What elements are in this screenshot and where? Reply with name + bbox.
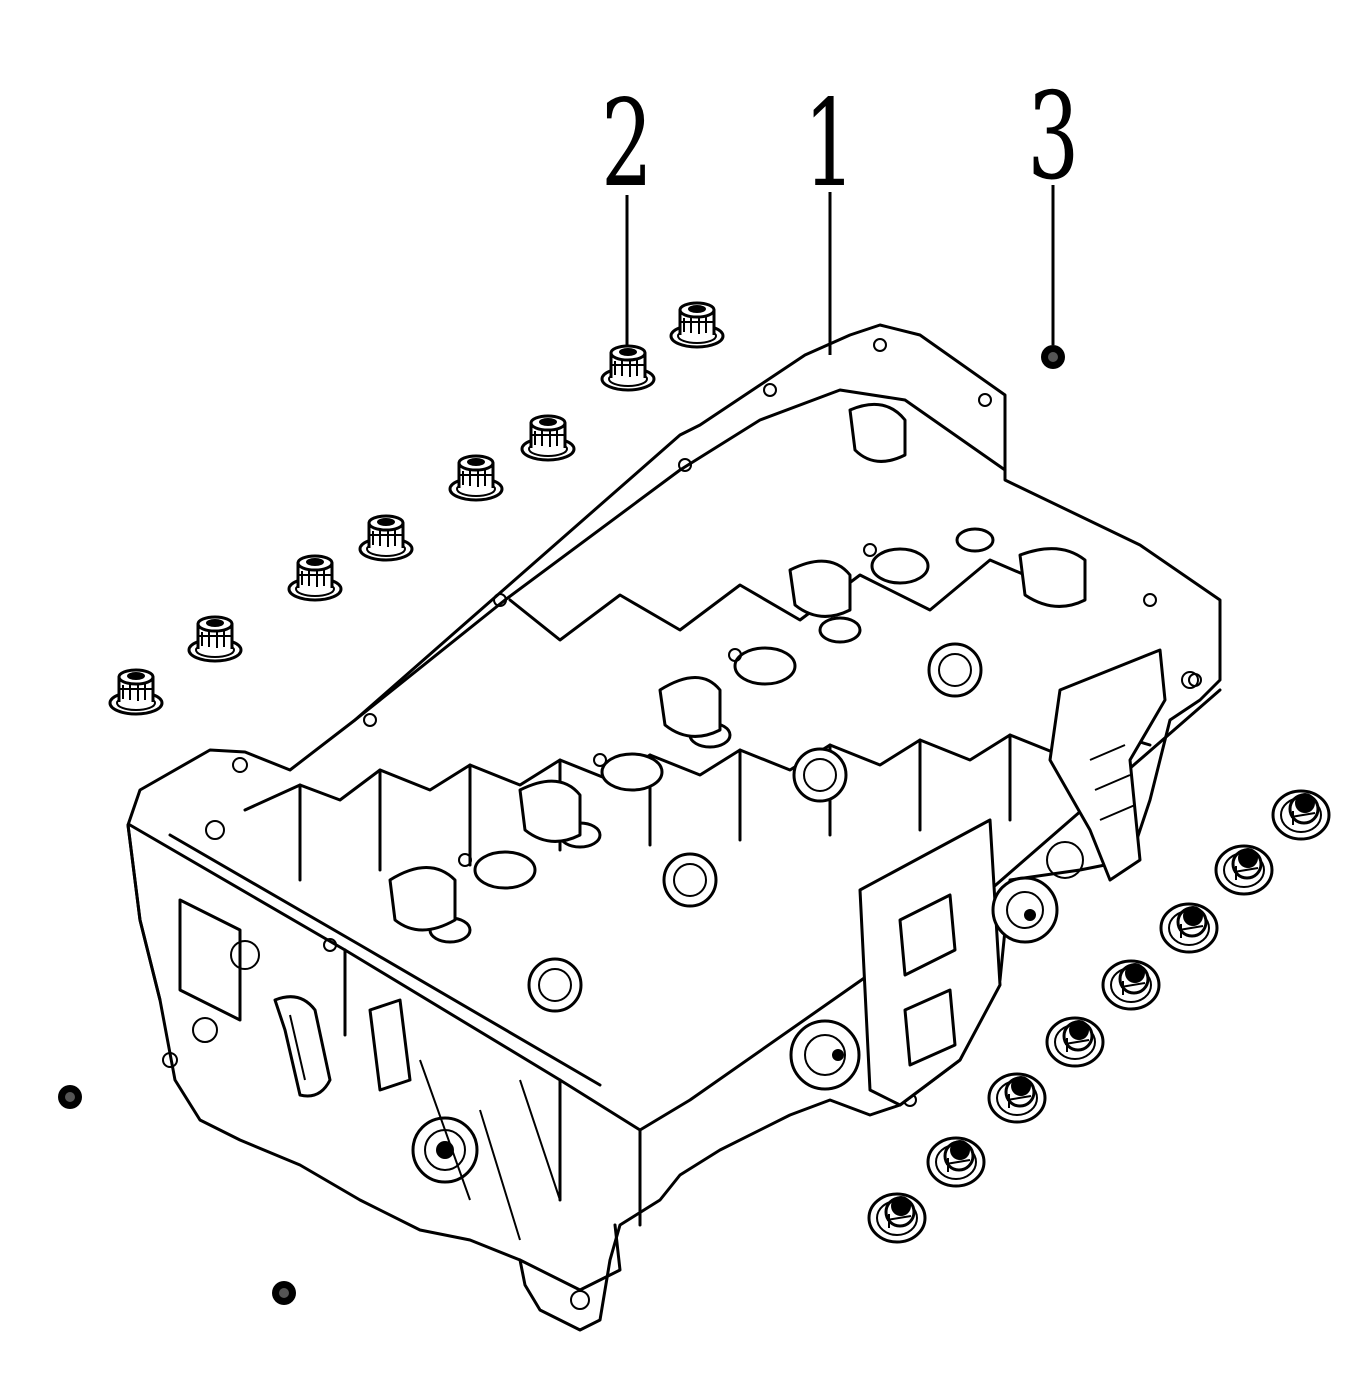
cylinder-head [126, 323, 1222, 1332]
plug-bosses [527, 642, 983, 1013]
loose-plugs [58, 345, 1065, 1305]
cam-lobes [388, 402, 1087, 932]
callout-1-label: 1 [804, 75, 856, 214]
plug-top-right [1041, 345, 1065, 369]
plug-bottom [272, 1281, 296, 1305]
callout-2-label: 2 [601, 75, 653, 214]
plug-left [58, 1085, 82, 1109]
callouts: 2 1 3 [601, 68, 1079, 355]
callout-3-label: 3 [1027, 68, 1079, 207]
